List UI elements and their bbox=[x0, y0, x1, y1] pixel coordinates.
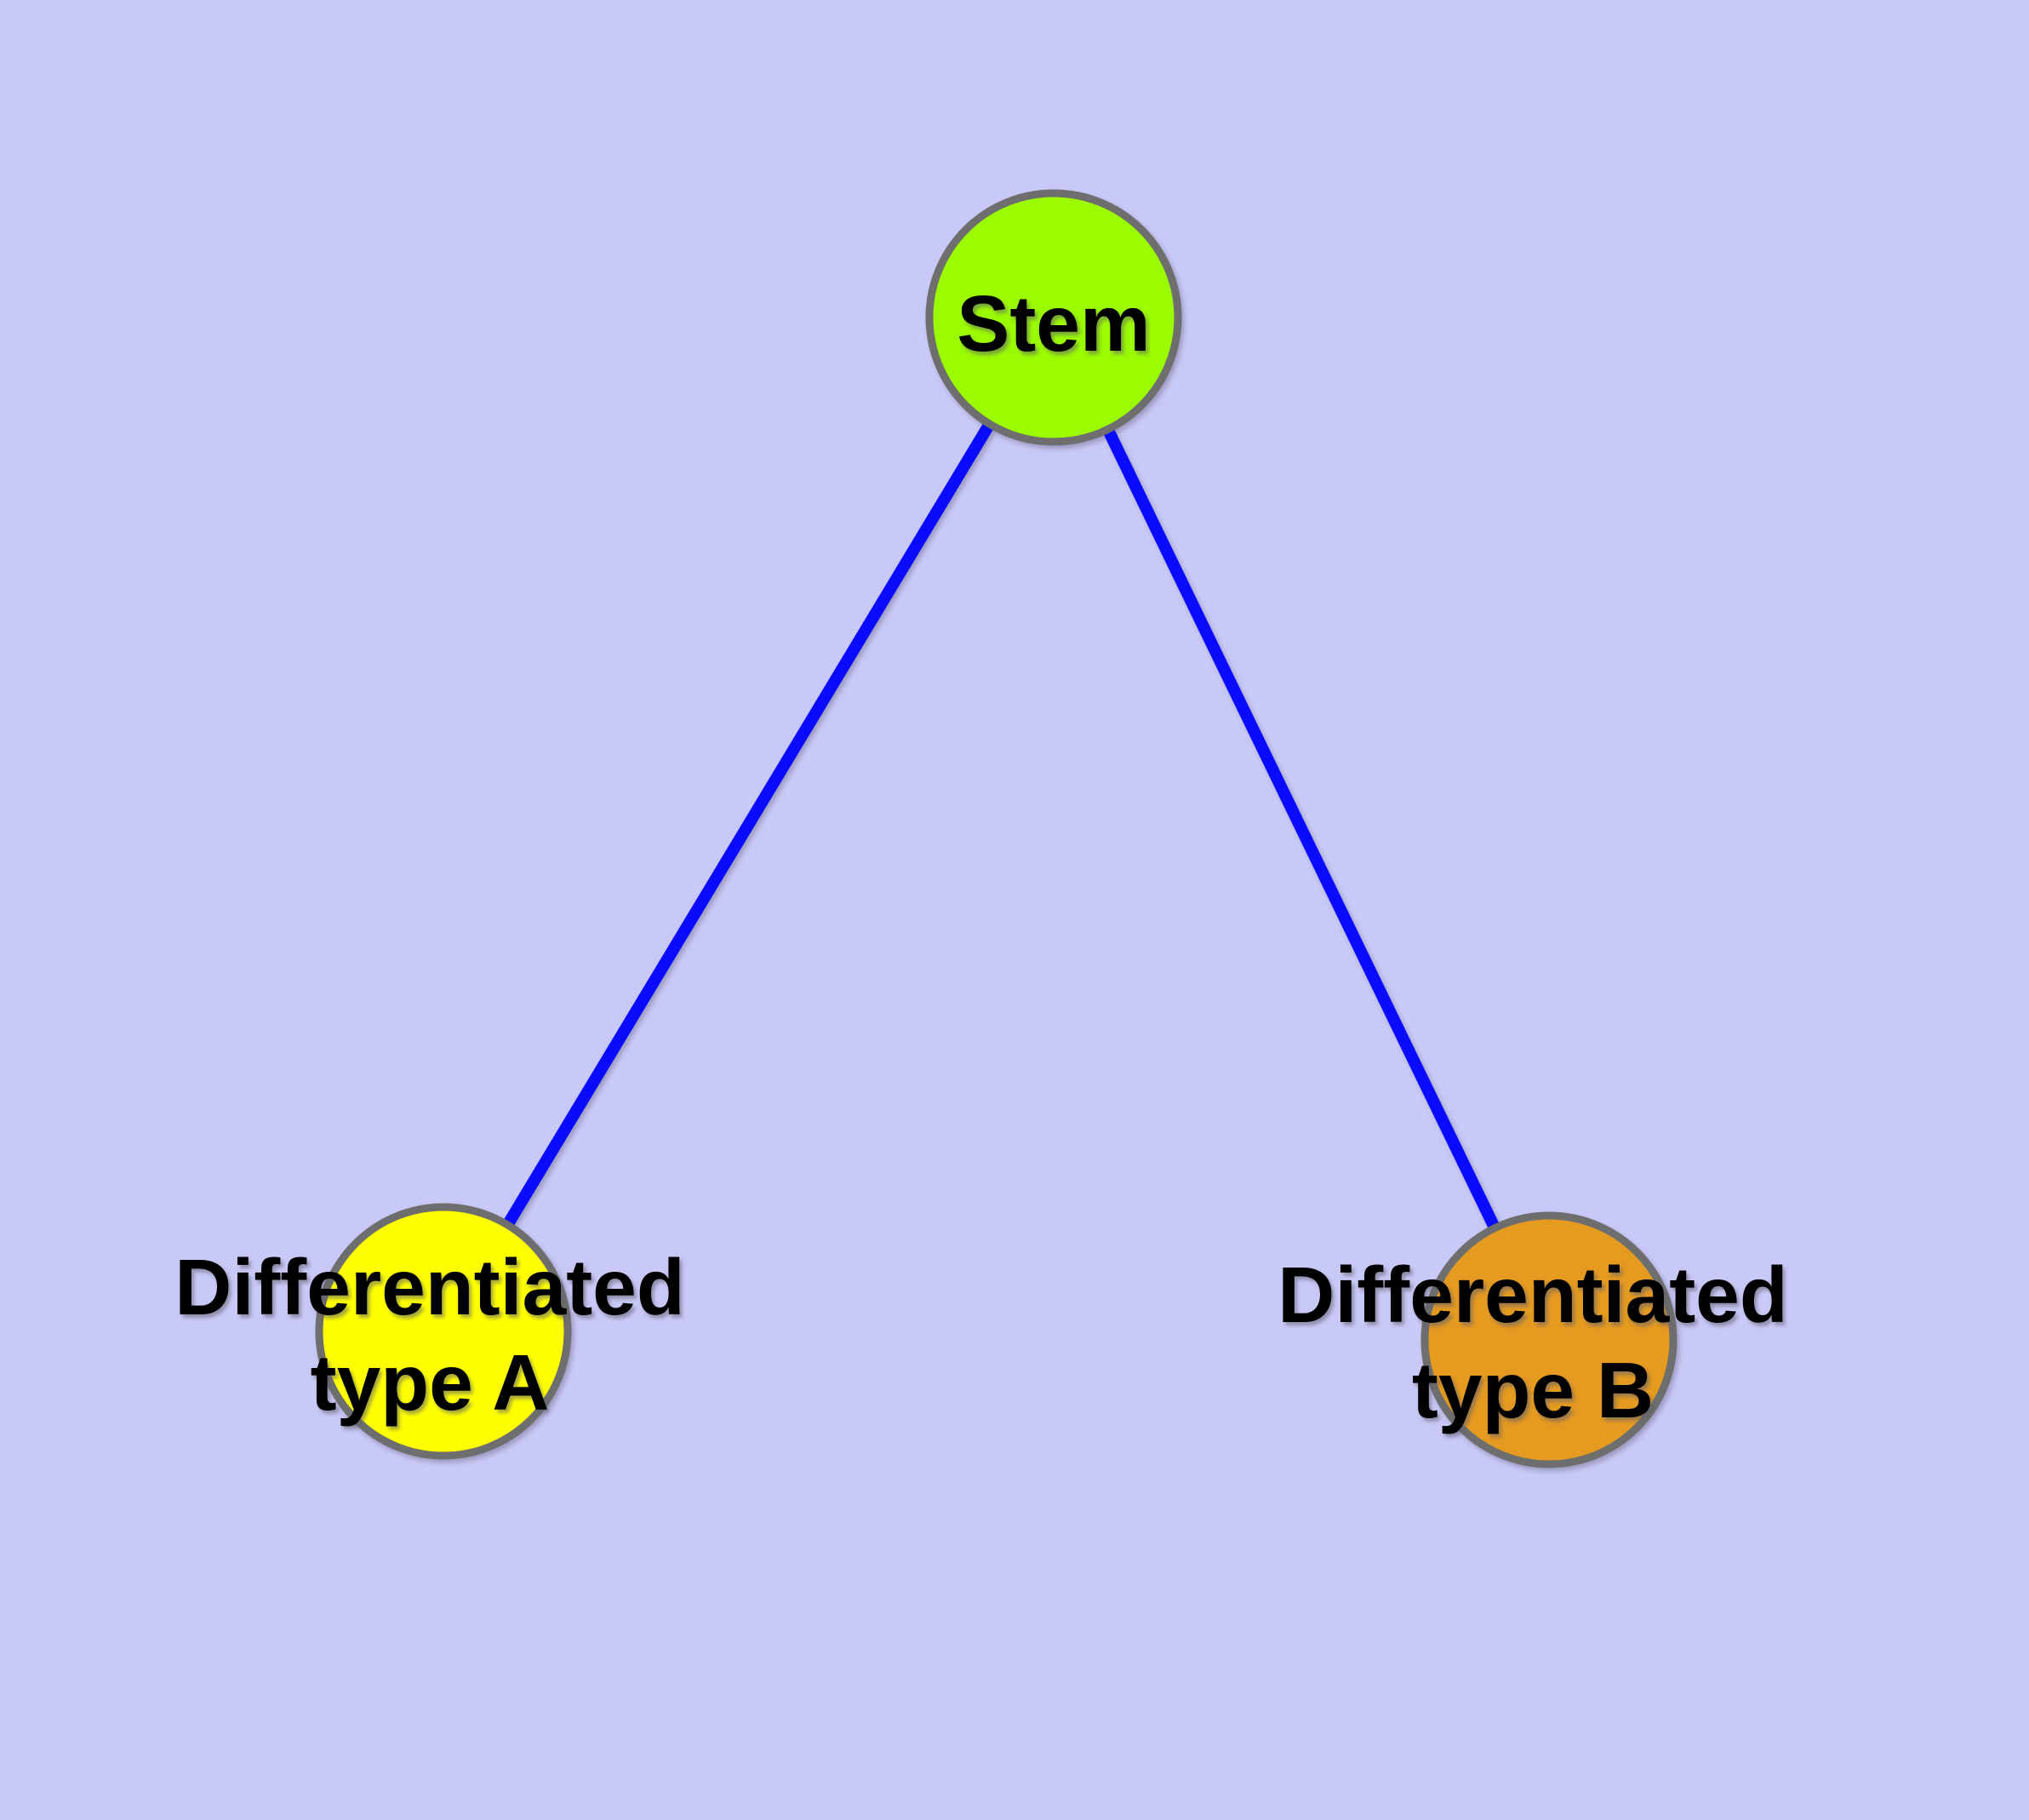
node-type-a-label: Differentiated type A bbox=[174, 1239, 684, 1430]
node-stem-label: Stem bbox=[957, 279, 1151, 368]
node-type-a-label-line1: Differentiated bbox=[174, 1243, 685, 1331]
node-stem-circle bbox=[925, 189, 1182, 446]
node-type-a-label-line2: type A bbox=[310, 1338, 550, 1427]
node-type-b-label: Differentiated type B bbox=[1277, 1247, 1787, 1438]
node-type-b-circle bbox=[1420, 1211, 1677, 1468]
node-type-b-label-line2: type B bbox=[1411, 1346, 1655, 1434]
edge-stem-to-type-b bbox=[1048, 314, 1555, 1343]
node-type-a-circle bbox=[315, 1203, 572, 1460]
edge-stem-to-type-a bbox=[438, 314, 1059, 1335]
node-type-b-label-line1: Differentiated bbox=[1277, 1251, 1788, 1339]
